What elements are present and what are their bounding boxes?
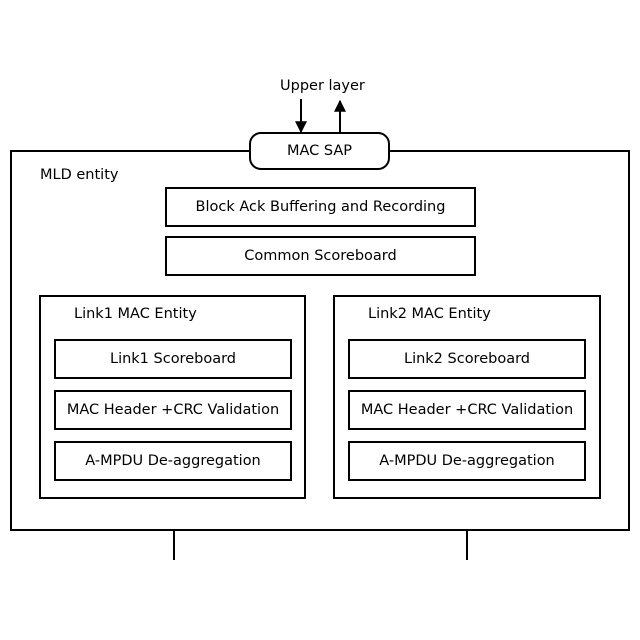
block-ack-box: Block Ack Buffering and Recording xyxy=(165,187,476,227)
link1-deaggregation-box: A-MPDU De-aggregation xyxy=(54,441,292,481)
mac-sap-box: MAC SAP xyxy=(249,132,390,170)
link1-scoreboard-label: Link1 Scoreboard xyxy=(110,351,236,367)
common-scoreboard-label: Common Scoreboard xyxy=(244,248,396,264)
link2-validation-label: MAC Header +CRC Validation xyxy=(361,402,573,418)
link1-deaggregation-label: A-MPDU De-aggregation xyxy=(85,453,261,469)
link2-scoreboard-box: Link2 Scoreboard xyxy=(348,339,586,379)
link2-validation-box: MAC Header +CRC Validation xyxy=(348,390,586,430)
link2-deaggregation-box: A-MPDU De-aggregation xyxy=(348,441,586,481)
common-scoreboard-box: Common Scoreboard xyxy=(165,236,476,276)
link1-validation-label: MAC Header +CRC Validation xyxy=(67,402,279,418)
link2-deaggregation-label: A-MPDU De-aggregation xyxy=(379,453,555,469)
link2-mac-entity-title: Link2 MAC Entity xyxy=(368,307,491,322)
link1-scoreboard-box: Link1 Scoreboard xyxy=(54,339,292,379)
block-ack-label: Block Ack Buffering and Recording xyxy=(196,199,446,215)
upper-layer-label: Upper layer xyxy=(280,79,365,94)
mld-entity-title: MLD entity xyxy=(40,168,118,183)
link2-scoreboard-label: Link2 Scoreboard xyxy=(404,351,530,367)
link1-mac-entity-title: Link1 MAC Entity xyxy=(74,307,197,322)
mac-sap-label: MAC SAP xyxy=(287,143,352,159)
link1-validation-box: MAC Header +CRC Validation xyxy=(54,390,292,430)
